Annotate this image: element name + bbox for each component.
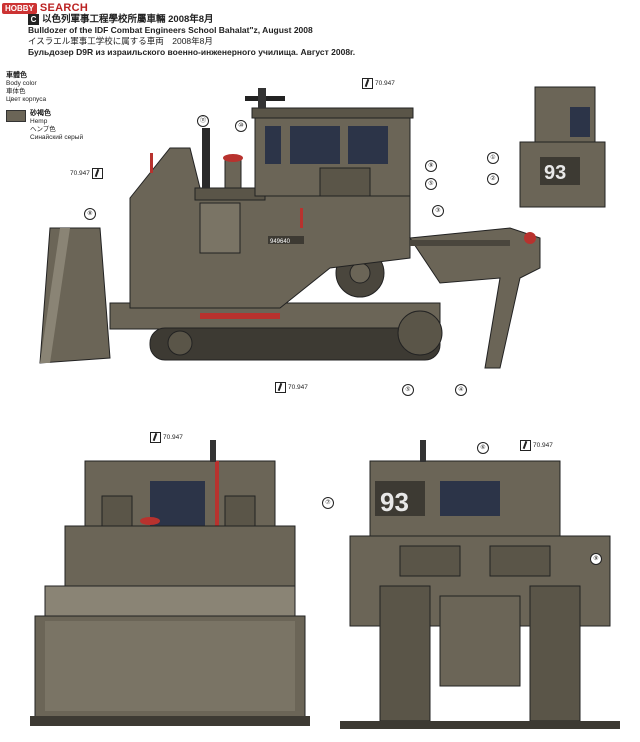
paint-icon (362, 78, 373, 89)
paint-callout-side-left: 70.947 (70, 168, 103, 179)
part-number: ⑪ (197, 115, 209, 127)
part-number: ⑨ (425, 160, 437, 172)
part-number: ⑥ (477, 442, 489, 454)
rear-view-illustration: 93 (340, 440, 620, 729)
part-number: ⑩ (235, 120, 247, 132)
legend-hemp-ja: ヘンプ色 (30, 126, 56, 133)
watermark-text: SEARCH (39, 2, 89, 14)
section-badge: C (28, 14, 39, 25)
hemp-swatch (6, 110, 26, 122)
part-number: ① (487, 152, 499, 164)
title-en: Bulldozer of the IDF Combat Engineers Sc… (28, 25, 313, 35)
paint-callout-side-top: 70.947 (362, 78, 395, 89)
paint-callout-side-bottom: 70.947 (275, 382, 308, 393)
part-number: ⑧ (84, 208, 96, 220)
paint-callout-rear: 70.947 (520, 440, 553, 451)
paint-icon (150, 432, 161, 443)
part-number: ⑤ (425, 178, 437, 190)
side-small-view: 93 (519, 86, 606, 208)
legend-body-en: Body color (6, 80, 37, 87)
part-number: ② (487, 173, 499, 185)
part-number: ⑤ (402, 384, 414, 396)
small-view-number: 93 (544, 162, 566, 184)
part-number: ③ (432, 205, 444, 217)
paint-callout-front: 70.947 (150, 432, 183, 443)
part-number: ④ (455, 384, 467, 396)
legend-body-ru: Цвет корпуса (6, 96, 47, 103)
title-ja: イスラエル軍事工学校に属する車両 2008年8月 (28, 36, 213, 46)
side-plate: 949640 (270, 239, 291, 245)
paint-icon (520, 440, 531, 451)
front-view-illustration (30, 440, 310, 726)
legend-body-zh: 車體色 (6, 72, 27, 79)
legend-hemp-en: Hemp (30, 118, 48, 125)
title-zh: 以色列軍事工程學校所屬車輛 2008年8月 (42, 14, 214, 25)
legend-body-ja: 車体色 (6, 88, 26, 95)
color-legend: 車體色 Body color 車体色 Цвет корпуса 砂褐色 Hemp… (6, 72, 83, 142)
paint-icon (275, 382, 286, 393)
legend-hemp-ru: Синайский серый (30, 134, 84, 141)
part-number: ⑨ (590, 553, 602, 565)
paint-icon (91, 168, 103, 179)
rear-view-number: 93 (380, 487, 409, 517)
part-number: ⑦ (322, 497, 334, 509)
watermark-logo: HOBBY (2, 2, 37, 14)
side-view-illustration: 949640 (39, 88, 541, 369)
title-ru: Бульдозер D9R из израильского военно-инж… (28, 47, 356, 57)
watermark: HOBBY SEARCH (0, 0, 112, 16)
legend-hemp-zh: 砂褐色 (30, 110, 51, 117)
